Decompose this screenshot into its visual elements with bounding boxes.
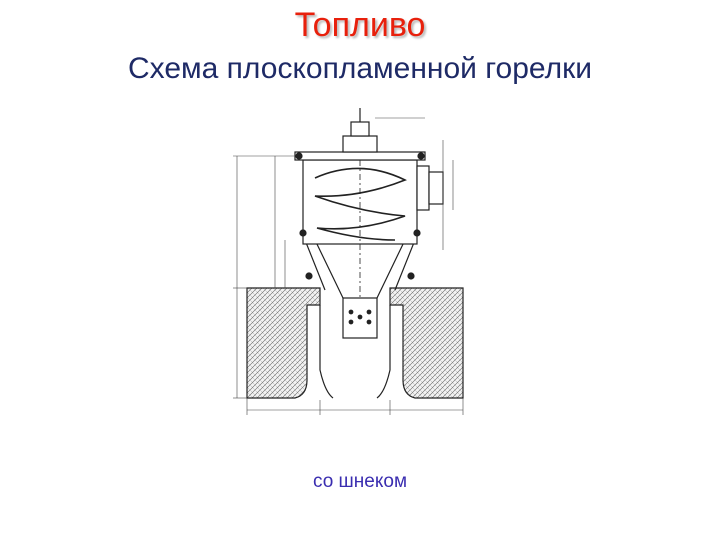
slide-subtitle: Схема плоскопламенной горелки <box>128 52 592 85</box>
screw-auger <box>314 167 407 241</box>
refractory-block-right <box>389 287 464 399</box>
refractory-block-left <box>246 287 321 399</box>
slide-caption: со шнеком <box>312 471 408 492</box>
slide-title: Топливо <box>294 6 426 44</box>
burner-schematic-drawing <box>233 108 464 415</box>
